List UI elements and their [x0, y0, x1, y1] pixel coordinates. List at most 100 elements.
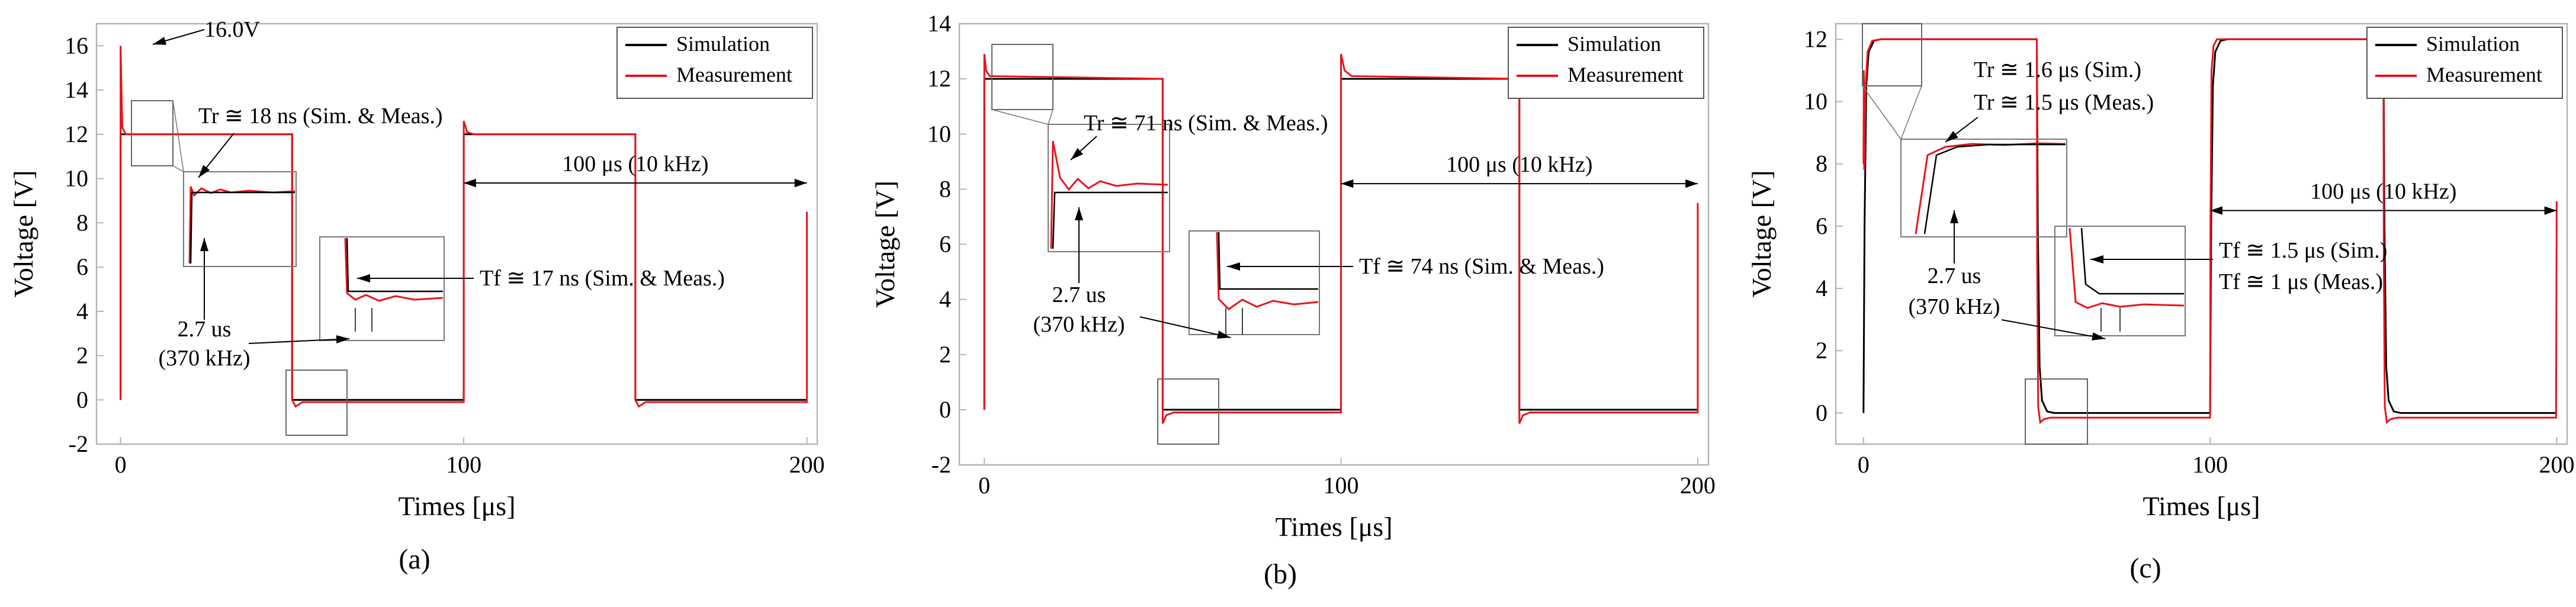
period-arrow-head-left	[1341, 179, 1354, 188]
y-tick-label: 10	[1804, 88, 1827, 114]
y-tick-label: 2	[1816, 337, 1827, 364]
legend-box	[616, 27, 813, 99]
ringing-arrow-inset-head	[1075, 207, 1083, 220]
fall-time-annotation: Tf ≅ 17 ns (Sim. & Meas.)	[480, 266, 725, 291]
period-arrow-head-left	[464, 178, 476, 188]
period-arrow-head-right	[794, 178, 807, 188]
zoom-connector	[172, 100, 184, 172]
rise-time-annotation: Tr ≅ 71 ns (Sim. & Meas.)	[1084, 111, 1328, 136]
x-tick-label: 200	[789, 451, 825, 478]
y-tick-label: 2	[939, 341, 951, 368]
y-tick-label: 6	[1816, 213, 1827, 239]
inset-fall	[1189, 230, 1320, 335]
panel-caption: (c)	[2129, 553, 2161, 584]
legend-label: Measurement	[676, 63, 792, 86]
zoom-box-rise	[1862, 23, 1922, 86]
ringing-arrow-fall-head	[336, 335, 349, 344]
x-tick-label: 0	[115, 451, 127, 478]
ringing-annotation: 2.7 us	[1928, 264, 1981, 288]
inset-fall-meas	[344, 237, 444, 302]
panel-caption: (a)	[399, 544, 430, 575]
zoom-connector	[1048, 109, 1053, 125]
x-tick-label: 100	[1324, 472, 1359, 499]
plot-frame	[1835, 23, 2568, 445]
rise-time-meas-annotation: Tr ≅ 1.5 μs (Meas.)	[1974, 90, 2154, 115]
rise-time-arrow-head	[1071, 148, 1083, 160]
inset-rise-sim	[1052, 191, 1168, 249]
y-tick-label: 12	[927, 65, 951, 92]
inset-rise-sim	[189, 191, 295, 264]
rise-time-sim-annotation: Tr ≅ 1.6 μs (Sim.)	[1974, 57, 2141, 82]
y-tick-label: 8	[1816, 150, 1827, 177]
inset-rise	[1048, 124, 1170, 252]
legend-label: Simulation	[676, 32, 770, 56]
y-tick-label: 6	[76, 253, 88, 280]
y-tick-label: 0	[939, 396, 951, 423]
peak-annotation: 16.0V	[204, 17, 261, 42]
x-axis-label: Times [μs]	[2143, 491, 2260, 521]
ringing-arrow-fall-head	[1216, 330, 1231, 339]
inset-rise	[183, 171, 297, 267]
legend-label: Measurement	[2426, 63, 2542, 86]
y-tick-label: 12	[1804, 25, 1827, 52]
fall-time-annotation: Tf ≅ 74 ns (Sim. & Meas.)	[1359, 254, 1604, 279]
y-tick-label: 6	[939, 231, 951, 258]
y-tick-label: 12	[65, 121, 88, 147]
fall-time-meas-annotation: Tf ≅ 1 μs (Meas.)	[2219, 269, 2383, 294]
y-tick-label: 10	[927, 120, 951, 147]
x-tick-label: 0	[978, 472, 990, 499]
x-tick-label: 100	[2192, 451, 2228, 478]
zoom-connector	[991, 109, 1049, 125]
rise-time-arrow-head	[1945, 131, 1958, 142]
y-axis-label: Voltage [V]	[8, 170, 38, 297]
rise-time-arrow-head	[198, 165, 210, 178]
rise-time-annotation: Tr ≅ 18 ns (Sim. & Meas.)	[198, 104, 443, 129]
x-axis-label: Times [μs]	[1275, 512, 1392, 542]
plot-frame	[95, 23, 818, 445]
fall-time-arrow-head	[1227, 262, 1240, 271]
x-axis-label: Times [μs]	[398, 491, 515, 521]
y-axis-label: Voltage [V]	[870, 181, 900, 308]
y-tick-label: -2	[932, 451, 951, 478]
zoom-box-rise	[991, 44, 1053, 110]
legend-label: Measurement	[1568, 63, 1684, 86]
y-tick-label: 0	[76, 386, 88, 413]
zoom-connector	[172, 165, 184, 172]
inset-rise	[1900, 139, 2067, 237]
zoom-connector	[1862, 85, 1902, 140]
inset-rise-meas	[1050, 140, 1168, 249]
ringing-annotation: 2.7 us	[178, 317, 232, 342]
ringing-frequency-annotation: (370 kHz)	[158, 346, 250, 371]
peak-arrow-head	[153, 37, 167, 45]
ringing-arrow-inset-head	[200, 238, 208, 251]
y-tick-label: 4	[939, 286, 951, 313]
panel-caption: (b)	[1264, 558, 1297, 590]
y-axis-label: Voltage [V]	[1746, 170, 1777, 297]
legend-box	[1508, 27, 1704, 99]
inset-fall-sim	[1218, 232, 1318, 290]
fall-time-sim-annotation: Tf ≅ 1.5 μs (Sim.)	[2219, 238, 2387, 263]
x-tick-label: 200	[2539, 451, 2574, 478]
period-arrow-head-left	[2210, 206, 2222, 215]
legend-label: Simulation	[1568, 32, 1661, 56]
y-tick-label: 0	[1816, 399, 1827, 426]
y-tick-label: 16	[65, 32, 88, 59]
period-annotation: 100 μs (10 kHz)	[562, 152, 708, 176]
inset-rise-sim	[1923, 143, 2066, 235]
legend-label: Simulation	[2426, 32, 2520, 56]
period-arrow-head-right	[2544, 206, 2557, 215]
ringing-arrow-fall-head	[2092, 332, 2105, 341]
inset-fall	[2054, 226, 2186, 336]
ringing-arrow-inset-head	[1950, 210, 1958, 223]
zoom-box-fall	[1157, 378, 1219, 445]
zoom-box-fall	[285, 370, 348, 436]
ringing-annotation: 2.7 us	[1052, 282, 1106, 307]
series-line-measurement	[120, 46, 808, 408]
inset-rise-meas	[188, 186, 295, 264]
inset-fall	[319, 236, 445, 341]
ringing-arrow-fall-shaft	[248, 338, 350, 344]
fall-time-arrow-head	[357, 274, 370, 282]
